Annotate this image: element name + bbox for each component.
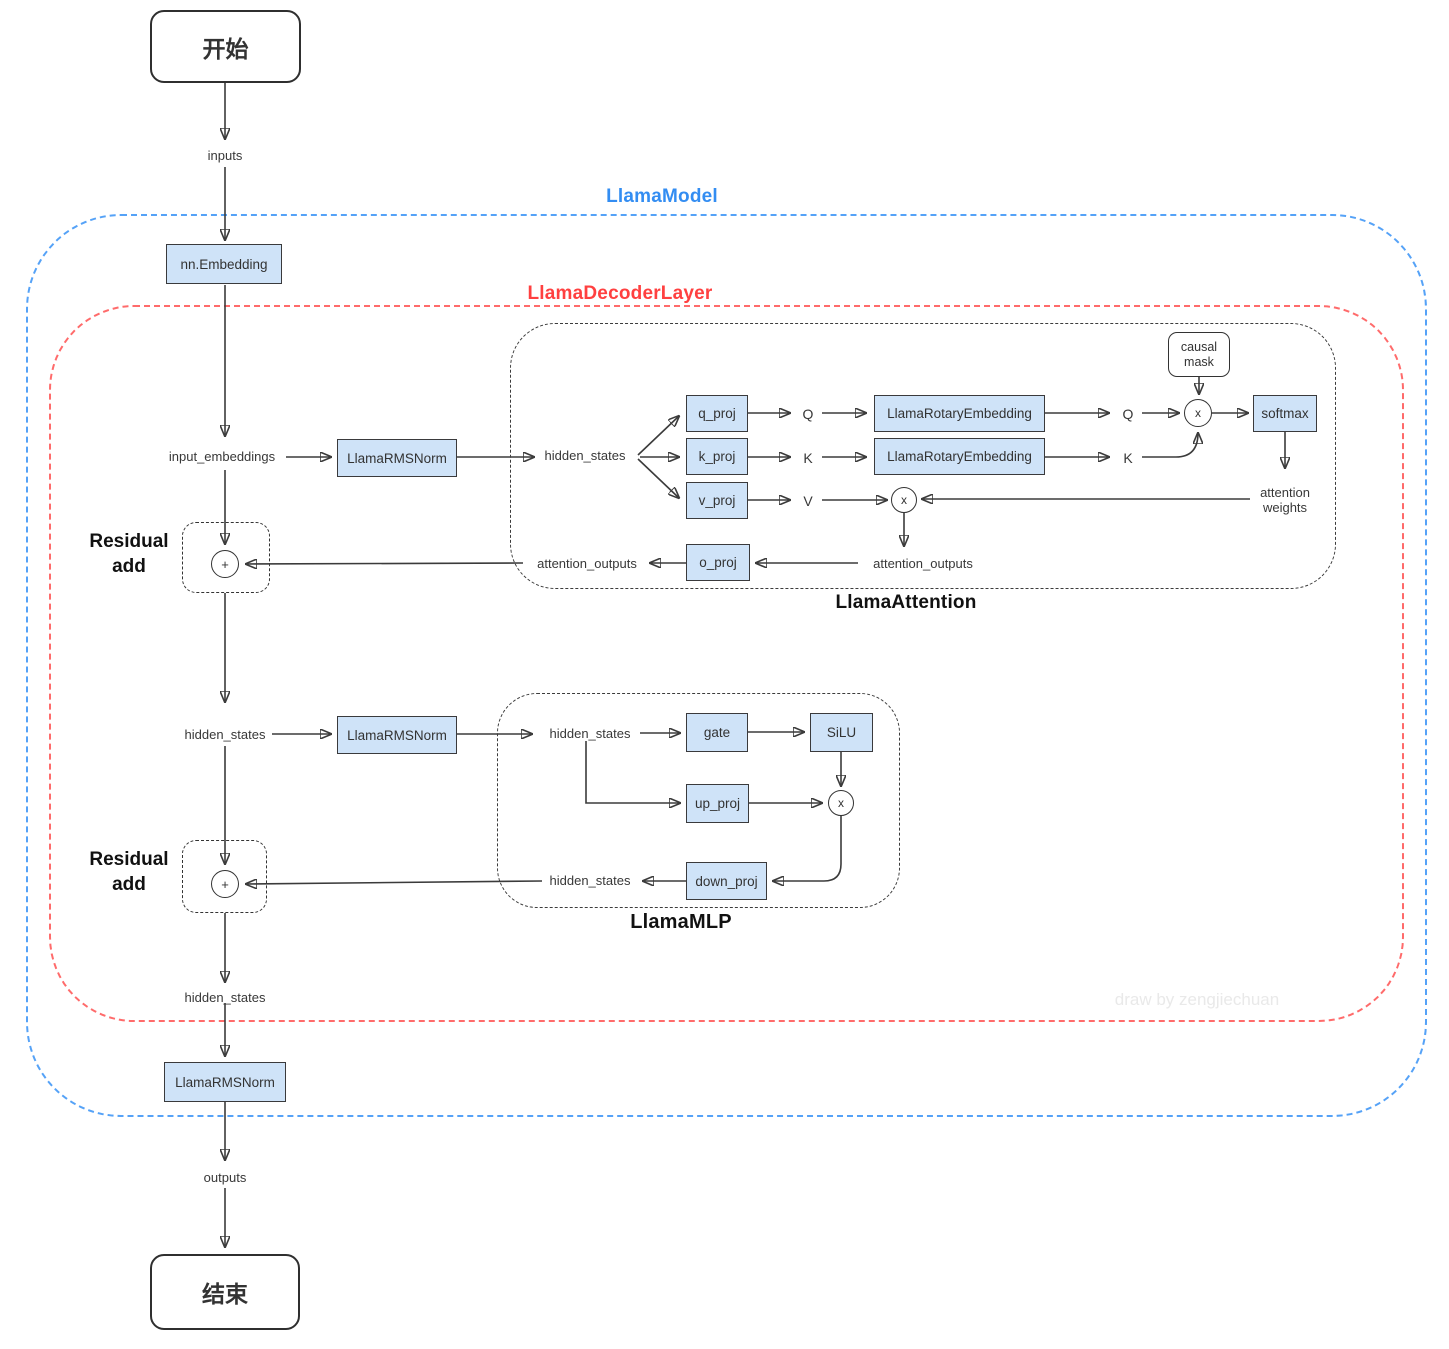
residual1-plus-icon: + xyxy=(211,550,239,578)
hidden-states-mlp-in-label: hidden_states xyxy=(549,726,631,741)
llama-decoder-layer-title: LlamaDecoderLayer xyxy=(527,283,713,304)
rmsnorm2-node: LlamaRMSNorm xyxy=(337,716,457,754)
v-proj-node: v_proj xyxy=(686,482,748,519)
q2-label: Q xyxy=(1122,406,1134,422)
inputs-label: inputs xyxy=(207,148,243,163)
residual2-frame xyxy=(182,840,267,913)
k-proj-node: k_proj xyxy=(686,438,748,475)
attention-outputs-right-label: attention_outputs xyxy=(873,556,973,571)
hidden-states-mlp-out-label: hidden_states xyxy=(549,873,631,888)
hidden-states-mid-label: hidden_states xyxy=(184,727,266,742)
q-label: Q xyxy=(802,406,814,422)
down-proj-node: down_proj xyxy=(686,862,767,900)
residual2-label: Residual add xyxy=(89,849,169,895)
final-rmsnorm-node: LlamaRMSNorm xyxy=(164,1062,286,1102)
k-label: K xyxy=(803,450,813,466)
attention-weights-label: attention weights xyxy=(1260,485,1310,516)
qk-multiply-icon: x xyxy=(1184,399,1212,427)
q-proj-node: q_proj xyxy=(686,395,748,432)
start-node: 开始 xyxy=(150,10,301,83)
llama-model-container xyxy=(26,214,1427,1117)
attention-outputs-left-label: attention_outputs xyxy=(537,556,637,571)
residual2-plus-icon: + xyxy=(211,870,239,898)
llama-decoder-layer-container xyxy=(49,305,1404,1022)
llama-attention-container xyxy=(510,323,1336,589)
k2-label: K xyxy=(1123,450,1133,466)
residual1-label: Residual add xyxy=(89,531,169,577)
rotary-embedding-q-node: LlamaRotaryEmbedding xyxy=(874,395,1045,432)
llama-model-title: LlamaModel xyxy=(606,186,718,207)
residual1-frame xyxy=(182,522,270,593)
silu-node: SiLU xyxy=(810,713,873,752)
gate-node: gate xyxy=(686,713,748,752)
rmsnorm1-node: LlamaRMSNorm xyxy=(337,439,457,477)
end-node: 结束 xyxy=(150,1254,300,1330)
watermark-text: draw by zengjiechuan xyxy=(1114,990,1280,1009)
hidden-states-attn-label: hidden_states xyxy=(544,448,626,463)
mlp-multiply-icon: x xyxy=(828,790,854,816)
llama-mlp-title: LlamaMLP xyxy=(630,911,732,933)
v-label: V xyxy=(803,493,813,509)
llama-attention-title: LlamaAttention xyxy=(835,592,977,613)
up-proj-node: up_proj xyxy=(686,784,749,823)
o-proj-node: o_proj xyxy=(686,544,750,581)
llama-mlp-container xyxy=(497,693,900,908)
nn-embedding-node: nn.Embedding xyxy=(166,244,282,284)
hidden-states-out-label: hidden_states xyxy=(184,990,266,1005)
softmax-node: softmax xyxy=(1253,395,1317,432)
outputs-label: outputs xyxy=(203,1170,247,1185)
rotary-embedding-k-node: LlamaRotaryEmbedding xyxy=(874,438,1045,475)
causal-mask-node: causal mask xyxy=(1168,332,1230,377)
input-embeddings-label: input_embeddings xyxy=(168,449,276,464)
v-multiply-icon: x xyxy=(891,487,917,513)
